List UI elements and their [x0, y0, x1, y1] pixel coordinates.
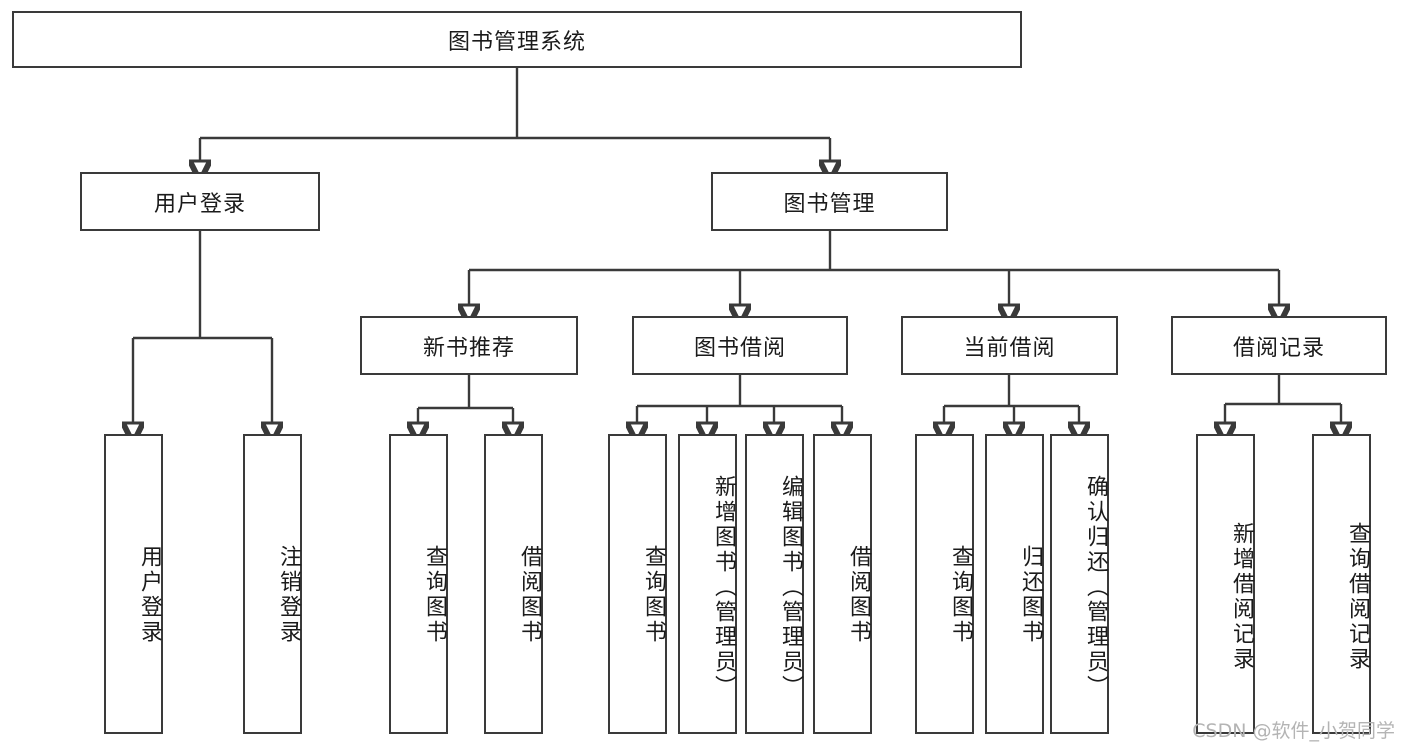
- leaf-confirm-return[interactable]: 确认归还（管理员）: [1050, 434, 1109, 734]
- node-label: 新增图书（管理员）: [711, 474, 736, 700]
- leaf-borrow-book-2[interactable]: 借阅图书: [813, 434, 872, 734]
- leaf-add-record[interactable]: 新增借阅记录: [1196, 434, 1255, 734]
- leaf-query-book-2[interactable]: 查询图书: [608, 434, 667, 734]
- leaf-add-book[interactable]: 新增图书（管理员）: [678, 434, 737, 734]
- node-label: 图书借阅: [693, 335, 786, 361]
- leaf-borrow-book-1[interactable]: 借阅图书: [484, 434, 543, 734]
- node-label: 借阅记录: [1232, 335, 1325, 361]
- leaf-query-book-3[interactable]: 查询图书: [915, 434, 974, 734]
- leaf-user-login[interactable]: 用户登录: [104, 434, 163, 734]
- node-book-borrow[interactable]: 图书借阅: [632, 316, 848, 375]
- node-current-borrow[interactable]: 当前借阅: [901, 316, 1118, 375]
- node-label: 新书推荐: [422, 335, 515, 361]
- leaf-query-record[interactable]: 查询借阅记录: [1312, 434, 1371, 734]
- node-root-system[interactable]: 图书管理系统: [12, 11, 1022, 68]
- node-label: 确认归还（管理员）: [1083, 474, 1108, 700]
- node-label: 注销登录: [276, 545, 301, 645]
- node-label: 当前借阅: [963, 335, 1056, 361]
- node-label: 归还图书: [1018, 545, 1043, 645]
- node-borrow-record[interactable]: 借阅记录: [1171, 316, 1387, 375]
- node-label: 新增借阅记录: [1229, 522, 1254, 672]
- node-label: 查询借阅记录: [1345, 522, 1370, 672]
- node-label: 查询图书: [422, 545, 447, 645]
- node-label: 借阅图书: [846, 545, 871, 645]
- node-label: 借阅图书: [517, 545, 542, 645]
- node-label: 图书管理: [783, 191, 876, 217]
- leaf-query-book-1[interactable]: 查询图书: [389, 434, 448, 734]
- node-user-login[interactable]: 用户登录: [80, 172, 320, 231]
- node-label: 查询图书: [641, 545, 666, 645]
- csdn-watermark: CSDN @软件_小贺同学: [1192, 720, 1395, 742]
- node-label: 用户登录: [137, 545, 162, 645]
- node-new-book-recommend[interactable]: 新书推荐: [360, 316, 578, 375]
- leaf-edit-book[interactable]: 编辑图书（管理员）: [745, 434, 804, 734]
- node-book-manage[interactable]: 图书管理: [711, 172, 948, 231]
- node-label: 查询图书: [948, 545, 973, 645]
- node-label: 图书管理系统: [447, 29, 586, 55]
- leaf-logout[interactable]: 注销登录: [243, 434, 302, 734]
- node-label: 用户登录: [153, 191, 246, 217]
- leaf-return-book[interactable]: 归还图书: [985, 434, 1044, 734]
- node-label: 编辑图书（管理员）: [778, 474, 803, 700]
